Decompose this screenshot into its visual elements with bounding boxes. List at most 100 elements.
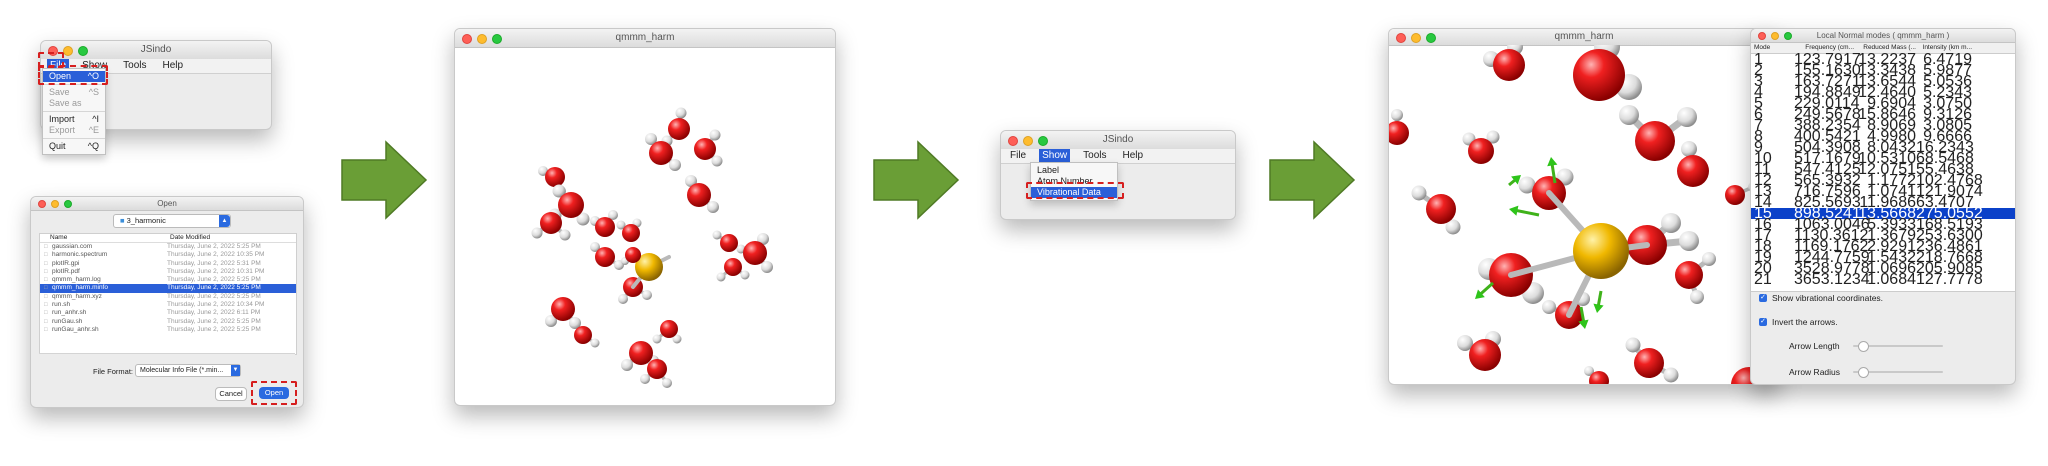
minimize-button[interactable] <box>63 46 73 56</box>
oxygen-atom <box>1675 261 1703 289</box>
menu-item-label: Label <box>1037 165 1060 175</box>
table-cell: 388.2354 <box>1794 117 1861 134</box>
minimize-button[interactable] <box>1771 32 1779 40</box>
close-button[interactable] <box>38 200 46 208</box>
column-date[interactable]: Date Modified <box>170 234 211 241</box>
menu-item-export[interactable]: Export^E <box>43 125 105 136</box>
hydrogen-atom <box>576 212 590 226</box>
file-format-select[interactable]: Molecular Info File (*.min... ▼ <box>135 364 241 377</box>
column-intensity[interactable]: Intensity (km m... <box>1922 44 1972 51</box>
minimize-button[interactable] <box>1023 136 1033 146</box>
zoom-button[interactable] <box>64 200 72 208</box>
menu-item-save[interactable]: Save^S <box>43 87 105 98</box>
close-button[interactable] <box>1758 32 1766 40</box>
column-mode[interactable]: Mode <box>1754 44 1771 51</box>
menu-file[interactable]: File <box>1010 150 1027 161</box>
zoom-button[interactable] <box>492 34 502 44</box>
hydrogen-atom <box>559 229 571 241</box>
menu-item-import[interactable]: Import^I <box>43 114 105 125</box>
file-icon: □ <box>44 310 48 317</box>
menu-item-label[interactable]: Label <box>1031 165 1117 176</box>
zoom-button[interactable] <box>1426 33 1436 43</box>
arrow-radius-slider[interactable] <box>1853 367 1943 378</box>
close-button[interactable] <box>48 46 58 56</box>
folder-selector[interactable]: ■ 3_harmonic ▲ <box>113 214 231 228</box>
menu-item-atom-number[interactable]: Atom Number <box>1031 176 1117 187</box>
table-cell: 249.5678 <box>1794 106 1861 123</box>
menu-tools[interactable]: Tools <box>1083 150 1107 161</box>
minimize-button[interactable] <box>51 200 59 208</box>
menu-item-open[interactable]: Open^O <box>43 71 105 82</box>
menu-show[interactable]: Show <box>1039 149 1071 163</box>
menu-help[interactable]: Help <box>162 60 184 71</box>
vibration-arrow <box>1596 290 1603 308</box>
minimize-button[interactable] <box>477 34 487 44</box>
invert-arrows-checkbox[interactable]: ✓ Invert the arrows. <box>1759 317 1838 327</box>
column-reduced-mass[interactable]: Reduced Mass (... <box>1863 44 1916 51</box>
zoom-button[interactable] <box>1038 136 1048 146</box>
file-name: runGau.sh <box>52 317 83 325</box>
molecule-canvas[interactable] <box>455 47 835 405</box>
window-title: qmmm_harm <box>1554 31 1614 42</box>
column-name[interactable]: Name <box>50 234 68 241</box>
modes-table: Mode Frequency (cm... Reduced Mass (... … <box>1751 43 2015 292</box>
window-title: JSindo <box>1102 134 1134 145</box>
close-button[interactable] <box>1396 33 1406 43</box>
hydrogen-atom <box>1411 185 1427 201</box>
close-button[interactable] <box>462 34 472 44</box>
molecule-canvas[interactable] <box>1389 45 1779 384</box>
zoom-button[interactable] <box>1784 32 1792 40</box>
open-button[interactable]: Open <box>259 387 289 399</box>
arrow-right-icon <box>341 140 428 220</box>
menu-item-save-as[interactable]: Save as <box>43 98 105 109</box>
slider-knob[interactable] <box>1858 341 1869 352</box>
menu-item-quit[interactable]: Quit^Q <box>43 141 105 152</box>
menu-help[interactable]: Help <box>1122 150 1144 161</box>
oxygen-atom <box>1725 185 1745 205</box>
menu-item-vibrational-data[interactable]: Vibrational Data <box>1031 187 1117 198</box>
cancel-button[interactable]: Cancel <box>215 387 247 401</box>
arrow-length-slider[interactable] <box>1853 341 1943 352</box>
hydrogen-atom <box>645 133 657 145</box>
slider-knob[interactable] <box>1858 367 1869 378</box>
zoom-button[interactable] <box>78 46 88 56</box>
oxygen-atom <box>551 297 575 321</box>
minimize-button[interactable] <box>1411 33 1421 43</box>
show-vibrational-coordinates-checkbox[interactable]: ✓ Show vibrational coordinates. <box>1759 293 1883 303</box>
column-frequency[interactable]: Frequency (cm... <box>1805 44 1854 51</box>
menu-tools[interactable]: Tools <box>123 60 147 71</box>
close-button[interactable] <box>1008 136 1018 146</box>
